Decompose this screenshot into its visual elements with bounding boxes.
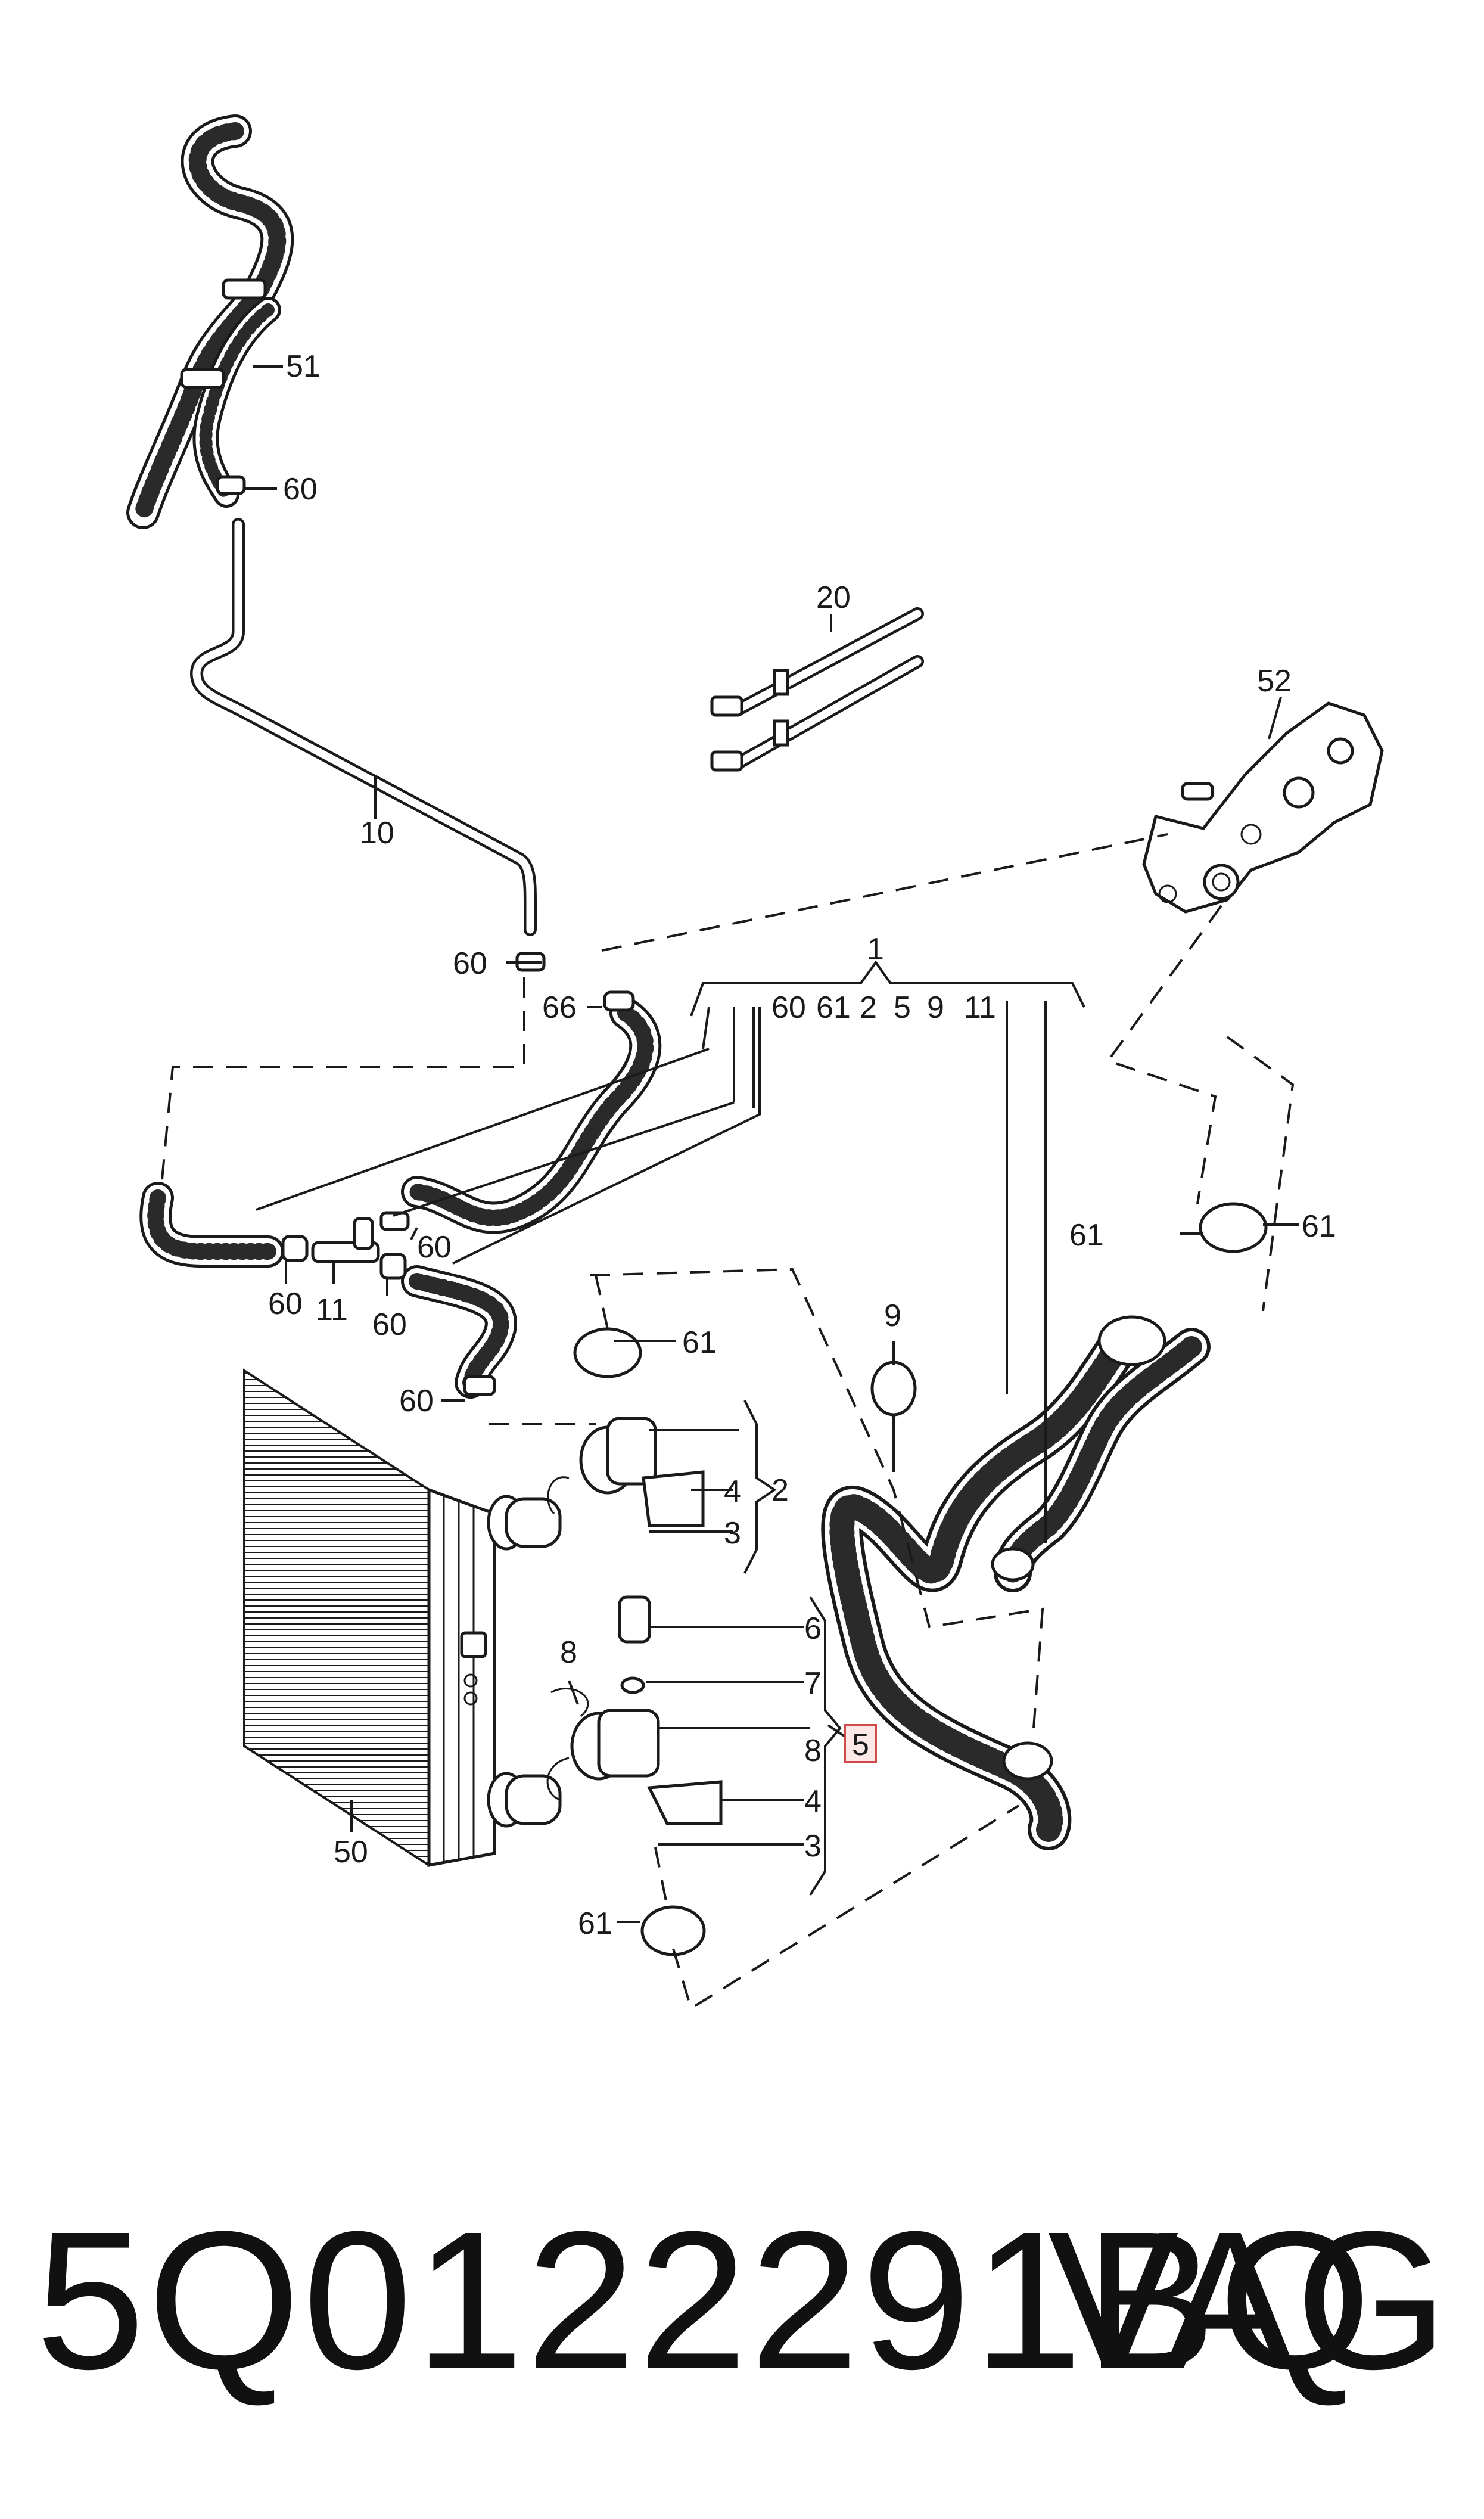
callout-5-highlighted: 5 (852, 1728, 869, 1762)
callout-60-tee-right: 60 (417, 1230, 452, 1265)
callout-60-seq: 60 (771, 990, 806, 1025)
hose-left-short (139, 1182, 284, 1268)
pipe-10 (190, 518, 537, 936)
callout-60-tee-bottom: 60 (372, 1307, 407, 1342)
tee-connector-11 (311, 1217, 380, 1263)
callout-60-lower: 60 (399, 1384, 434, 1418)
callout-61-left: 61 (1069, 1218, 1104, 1253)
callout-8-right: 8 (804, 1734, 822, 1768)
pipes-20 (710, 607, 924, 772)
radiator (243, 1368, 562, 1868)
callout-52: 52 (1257, 664, 1292, 698)
callout-61-upper: 61 (682, 1325, 717, 1360)
callout-7: 7 (804, 1666, 822, 1701)
callout-61-bottom: 61 (578, 1906, 612, 1941)
coolant-flange-lower (546, 1595, 723, 1825)
callout-61-seq: 61 (816, 990, 851, 1025)
callout-4-lower: 4 (804, 1784, 822, 1819)
brand-name: VAG (1047, 2190, 1448, 2410)
callout-60-tee-left: 60 (268, 1287, 303, 1321)
coolant-system-diagram: 51 60 10 20 52 1 60 66 60 61 2 5 9 11 60… (126, 114, 1384, 2011)
callout-2-seq: 2 (860, 990, 877, 1025)
highlight-box-5 (844, 1724, 877, 1763)
callout-60-mid: 60 (453, 946, 487, 981)
callout-50: 50 (334, 1835, 368, 1869)
callout-2-upper: 2 (771, 1473, 789, 1508)
callout-51: 51 (286, 349, 321, 384)
callout-4-upper: 4 (724, 1474, 741, 1509)
footer: 5Q0122291BQ VAG (0, 2169, 1484, 2443)
coolant-flange-upper (547, 1417, 705, 1527)
hose-tee-lower (401, 1265, 517, 1399)
callout-5-seq: 5 (894, 990, 911, 1025)
hose-main-right (821, 1328, 1211, 1850)
hose-66 (401, 997, 662, 1234)
callout-9-seq: 9 (927, 990, 944, 1025)
callout-10: 10 (360, 816, 394, 850)
callout-8-left: 8 (560, 1635, 577, 1670)
callout-61-right: 61 (1302, 1209, 1336, 1244)
part-number: 5Q0122291BQ (36, 2190, 1374, 2410)
callout-11-tee: 11 (316, 1293, 348, 1327)
callout-1: 1 (867, 932, 884, 967)
callout-6: 6 (804, 1611, 822, 1646)
callout-labels: 51 60 10 20 52 1 60 66 60 61 2 5 9 11 60… (268, 349, 1336, 1941)
callout-20: 20 (816, 580, 851, 615)
thermostat-housing-52 (1142, 701, 1384, 914)
callout-9: 9 (884, 1299, 901, 1333)
hose-upper-left-assembly (126, 114, 294, 529)
callout-66: 66 (542, 990, 577, 1025)
dashed-lines (160, 833, 1295, 2011)
callout-3-lower: 3 (804, 1829, 822, 1863)
callout-11-seq: 11 (964, 990, 996, 1025)
callout-60-top: 60 (283, 472, 318, 507)
callout-3-upper: 3 (724, 1516, 741, 1551)
leader-lines (244, 365, 1299, 1923)
